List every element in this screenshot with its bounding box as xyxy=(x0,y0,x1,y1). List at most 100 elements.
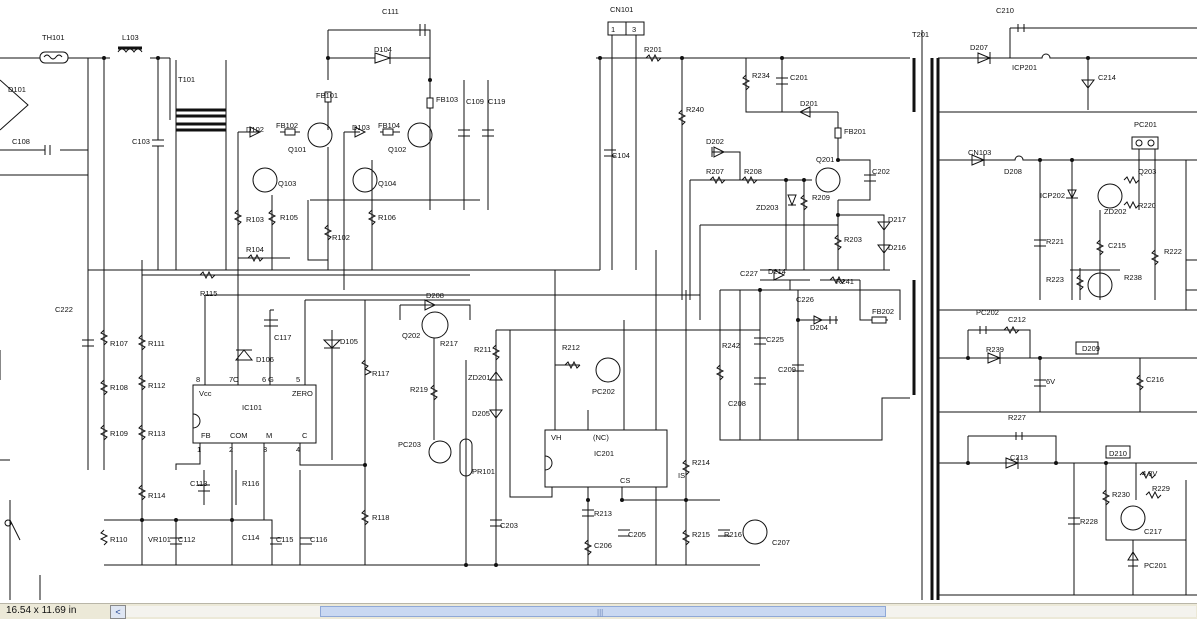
ic101-controller xyxy=(82,260,760,566)
component-label: R227 xyxy=(1008,413,1026,422)
cap-c103 xyxy=(152,58,164,270)
horizontal-scrollbar[interactable]: ||| xyxy=(126,606,1196,617)
component-label: C201 xyxy=(790,73,808,82)
component-label: D103 xyxy=(352,123,370,132)
component-label: 6 xyxy=(262,375,266,384)
component-label: C111 xyxy=(382,7,399,16)
component-label: FB102 xyxy=(276,121,298,130)
component-label: C213 xyxy=(1010,453,1028,462)
component-label: C207 xyxy=(772,538,790,547)
component-label: R217 xyxy=(440,339,458,348)
component-label: ICP202 xyxy=(1040,191,1065,200)
component-label: FB103 xyxy=(436,95,458,104)
component-label: D217 xyxy=(888,215,906,224)
component-label: 1 xyxy=(197,445,201,454)
component-label: R118 xyxy=(372,513,389,522)
component-label: R241 xyxy=(836,277,854,286)
ic201-controller xyxy=(509,250,768,565)
component-label: C217 xyxy=(1144,527,1162,536)
component-label: C214 xyxy=(1098,73,1116,82)
transformer-t101 xyxy=(176,108,226,132)
component-label: R240 xyxy=(686,105,704,114)
component-label: R223 xyxy=(1046,275,1064,284)
component-label: C115 xyxy=(276,535,293,544)
scrollbar-grip-icon: ||| xyxy=(597,608,604,617)
component-label: C114 xyxy=(242,533,259,542)
component-label: 2 xyxy=(229,445,233,454)
component-label: Q104 xyxy=(378,179,396,188)
component-label: PC202 xyxy=(976,308,999,317)
component-label: R116 xyxy=(242,479,259,488)
diode-d105 xyxy=(322,339,342,349)
q201-section xyxy=(689,57,910,320)
component-label: FB101 xyxy=(316,91,338,100)
component-label: CS xyxy=(620,476,630,485)
component-label: R117 xyxy=(372,369,389,378)
optocoupler-pc201-primary xyxy=(742,519,768,545)
component-label: C116 xyxy=(310,535,327,544)
optocoupler-pc201-secondary xyxy=(1120,505,1146,531)
thermistor-th101 xyxy=(39,51,69,64)
component-label: Q101 xyxy=(288,145,306,154)
optocoupler-pc202-secondary xyxy=(1087,272,1113,298)
bridge-d101 xyxy=(0,79,29,131)
component-label: CN103 xyxy=(968,148,991,157)
diode-d103 xyxy=(354,126,367,138)
component-label: R102 xyxy=(332,233,350,242)
component-label: R110 xyxy=(110,535,127,544)
circuit-schematic: TH101L103T101C111D104CN10113R201T201C210… xyxy=(0,0,1197,600)
component-label: R208 xyxy=(744,167,762,176)
component-label: Q201 xyxy=(816,155,834,164)
component-label: FB104 xyxy=(378,121,400,130)
component-label: C216 xyxy=(1146,375,1164,384)
component-label: R105 xyxy=(280,213,298,222)
optocoupler-pc202-primary xyxy=(595,357,621,383)
component-label: D216 xyxy=(888,243,906,252)
component-label: FB202 xyxy=(872,307,894,316)
component-label: D208 xyxy=(426,291,444,300)
component-label: IC201 xyxy=(594,449,614,458)
component-label: R221 xyxy=(1046,237,1064,246)
component-label: D210 xyxy=(1109,449,1127,458)
scroll-left-button[interactable]: < xyxy=(110,605,126,619)
component-label: C108 xyxy=(12,137,30,146)
transistor-q203 xyxy=(1097,183,1123,209)
component-label: O xyxy=(233,375,239,384)
component-label: C117 xyxy=(274,333,291,342)
component-label: R209 xyxy=(812,193,830,202)
component-label: PC203 xyxy=(398,440,421,449)
component-label: C226 xyxy=(796,295,814,304)
component-label: R103 xyxy=(246,215,264,224)
left-edge-wiring xyxy=(0,350,41,600)
component-label: R239 xyxy=(986,345,1004,354)
component-label: COM xyxy=(230,431,248,440)
component-label: ZD202 xyxy=(1104,207,1127,216)
scrollbar-thumb[interactable]: ||| xyxy=(320,606,886,617)
mosfet-q201 xyxy=(815,167,841,193)
center-column xyxy=(596,21,740,300)
component-label: Vcc xyxy=(199,389,212,398)
component-label: VR101 xyxy=(148,535,171,544)
component-label: IC202 xyxy=(0,0,20,2)
optocoupler-pc203 xyxy=(428,440,452,464)
component-label: R234 xyxy=(752,71,770,80)
component-label: D209 xyxy=(1082,344,1100,353)
page-size-readout: 16.54 x 11.69 in xyxy=(6,605,77,616)
component-label: C109 xyxy=(466,97,484,106)
component-label: Q202 xyxy=(402,331,420,340)
component-label: R109 xyxy=(110,429,128,438)
component-label: PC201 xyxy=(1144,561,1167,570)
component-label: R230 xyxy=(1112,490,1130,499)
resistor-r115 xyxy=(142,270,470,280)
component-label: D102 xyxy=(246,125,264,134)
component-label: CN101 xyxy=(610,5,633,14)
component-label: C112 xyxy=(178,535,195,544)
component-label: R214 xyxy=(692,458,710,467)
diode-d104 xyxy=(374,52,392,64)
component-label: 1 xyxy=(611,25,615,34)
component-label: FB201 xyxy=(844,127,866,136)
label-6v xyxy=(1075,341,1099,355)
component-label: R228 xyxy=(1080,517,1098,526)
transistor-q104 xyxy=(352,167,378,193)
